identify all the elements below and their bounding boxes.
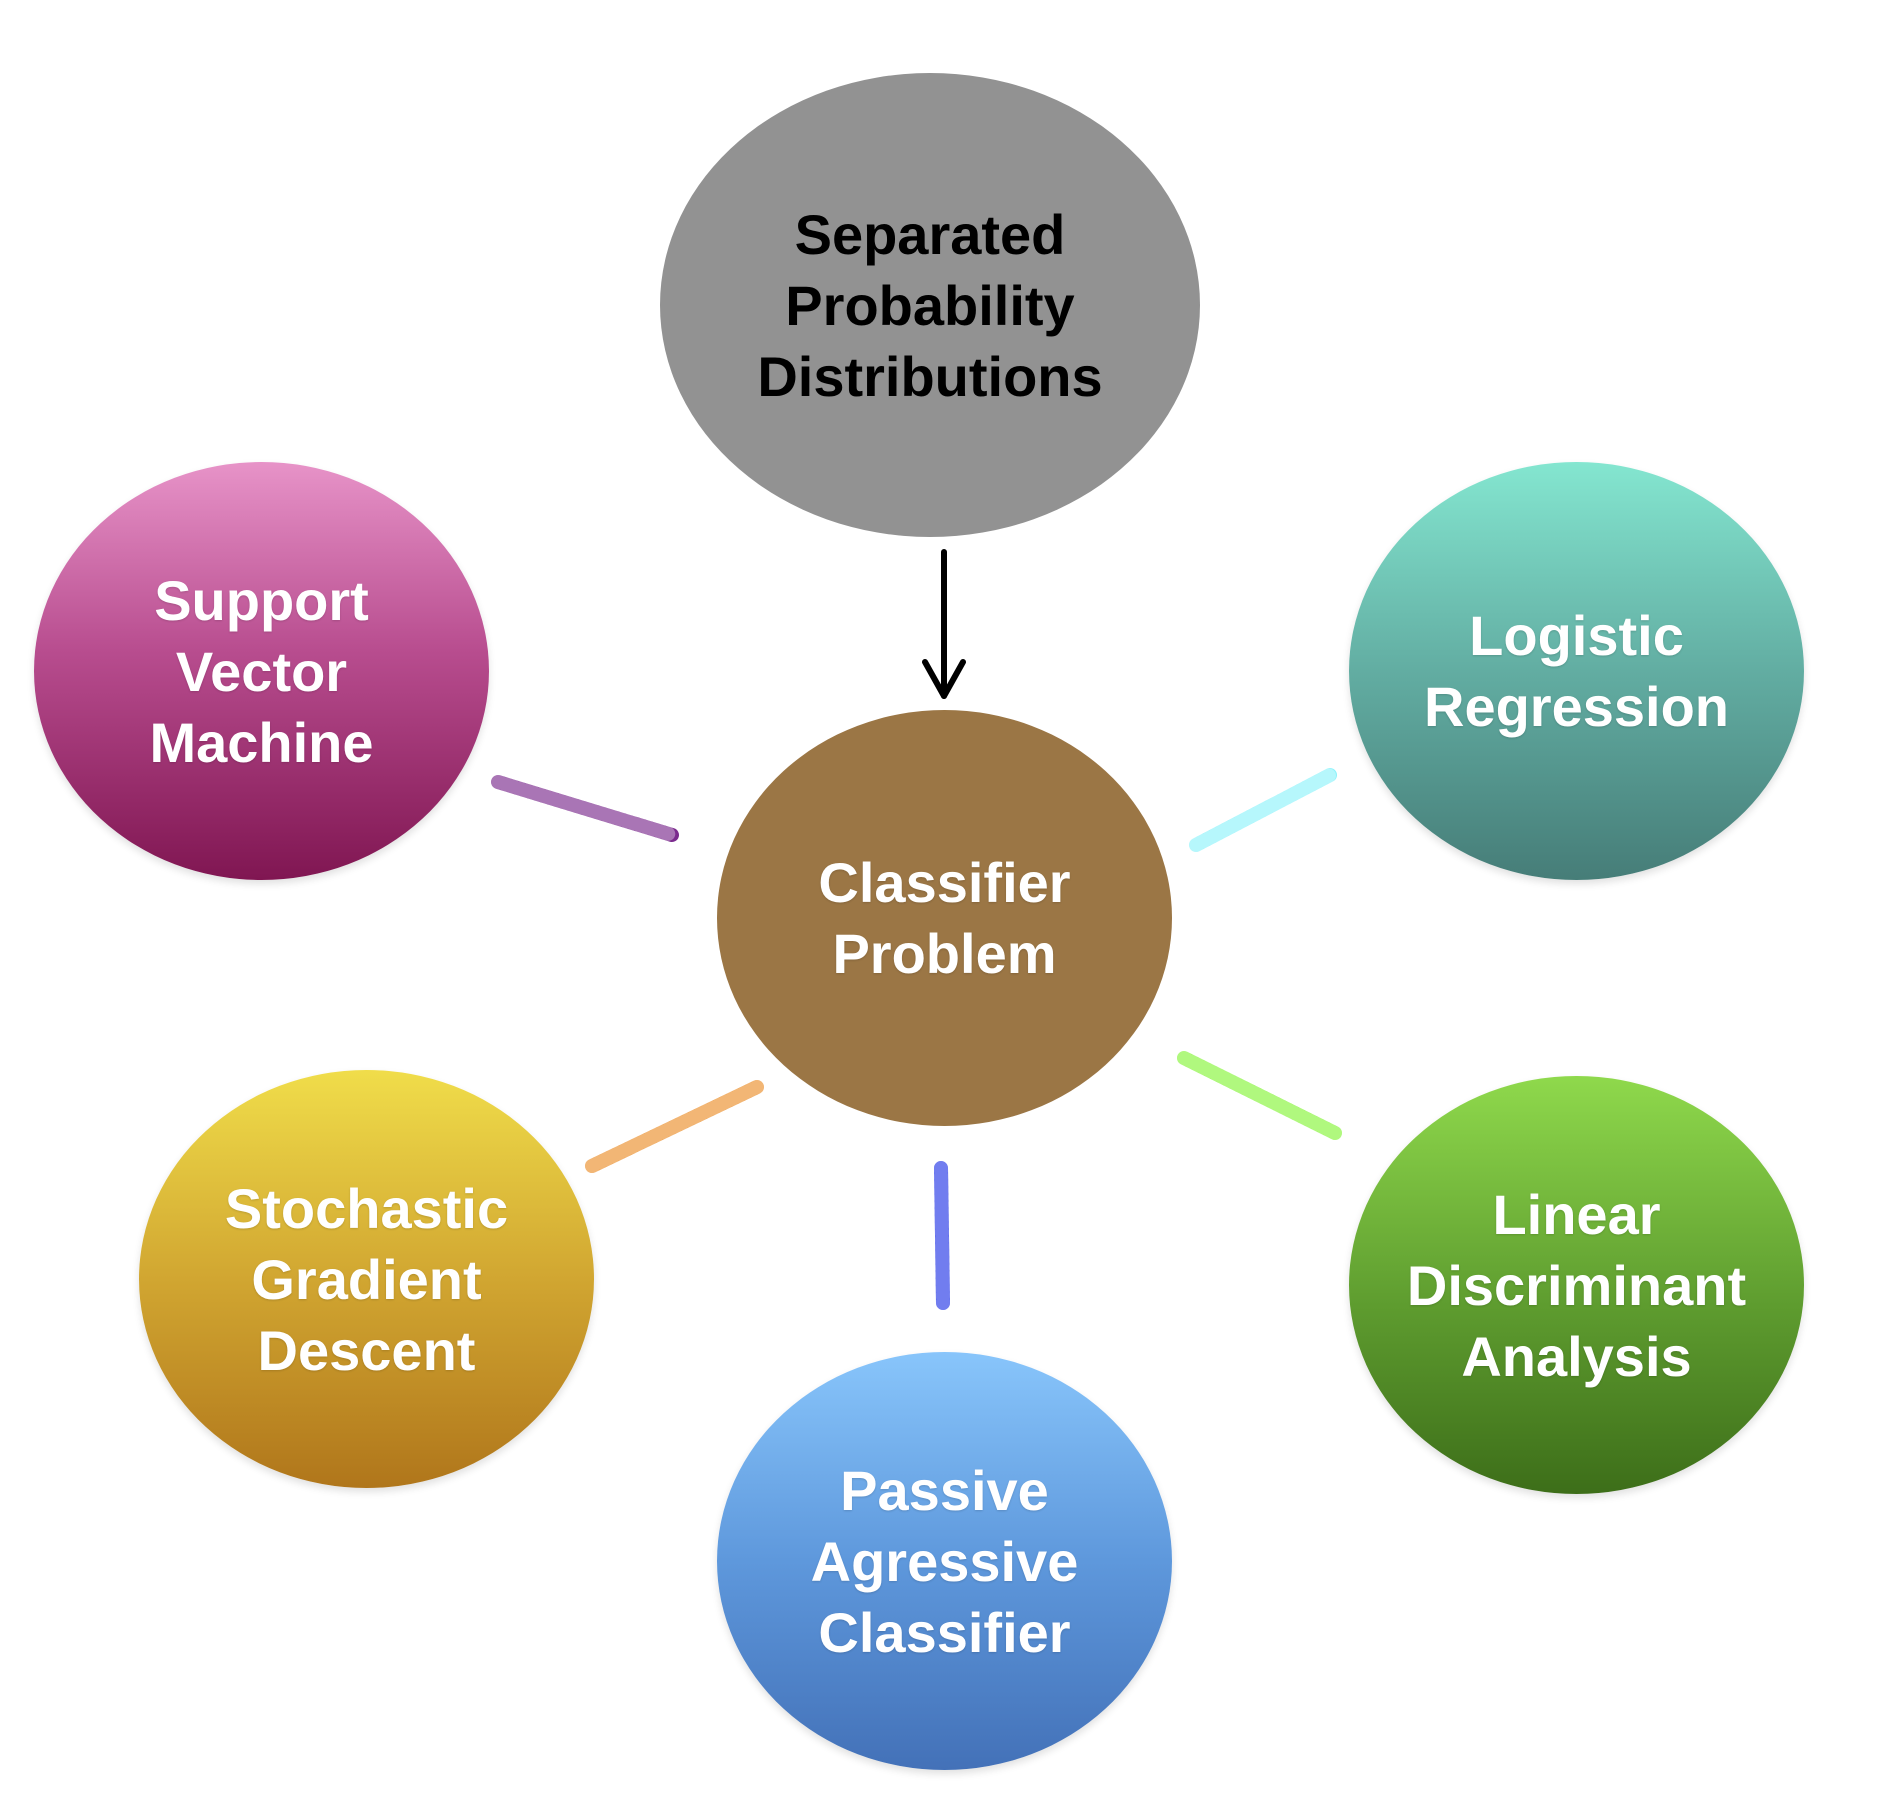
node-svm-line: Support [154,568,369,632]
down-arrow-head [922,659,966,699]
node-pac-line: Agressive [810,1529,1079,1593]
connector-svm-stroke [491,775,679,842]
connector-sgd [585,1080,764,1173]
node-support-vector-machine: Support Vector Machine [34,462,489,880]
node-stochastic-gradient-descent: Stochastic Gradient Descent [139,1070,594,1488]
connector-lda-texture [1177,1051,1342,1140]
connector-lda-stroke [1177,1051,1342,1140]
node-center-line: Classifier [818,851,1071,914]
connector-pac-texture [934,1161,950,1310]
node-pac-line: Passive [840,1458,1049,1522]
node-top-label: Separated Probability Distributions [757,199,1102,412]
node-separated-probability-distributions: Separated Probability Distributions [660,73,1200,537]
node-linear-discriminant-analysis: Linear Discriminant Analysis [1349,1076,1804,1494]
node-logistic-label: Logistic Regression [1424,600,1729,742]
node-top-line: Distributions [757,344,1103,408]
node-svm-label: Support Vector Machine [149,565,373,778]
node-svm-line: Machine [149,710,374,774]
node-sgd-line: Gradient [251,1247,482,1311]
connector-svm [491,775,679,842]
node-logistic-regression: Logistic Regression [1349,462,1804,880]
node-pac-label: Passive Agressive Classifier [811,1455,1079,1668]
node-sgd-line: Stochastic [224,1176,509,1240]
node-passive-agressive-classifier: Passive Agressive Classifier [717,1352,1172,1770]
connector-pac [934,1161,950,1310]
node-sgd-label: Stochastic Gradient Descent [225,1173,508,1386]
connector-logistic [1189,768,1337,852]
connector-pac-stroke [934,1161,950,1310]
node-svm-line: Vector [175,639,348,703]
node-lda-label: Linear Discriminant Analysis [1407,1179,1746,1392]
node-lda-line: Analysis [1461,1324,1692,1388]
connector-lda [1177,1051,1342,1140]
node-center-label: Classifier Problem [818,847,1070,989]
connector-sgd-texture [585,1080,764,1173]
node-center-line: Problem [832,922,1057,985]
connector-sgd-stroke [585,1080,764,1173]
node-top-line: Separated [794,202,1066,266]
node-logistic-line: Regression [1424,675,1729,738]
node-classifier-problem: Classifier Problem [717,710,1172,1126]
connector-svm-texture [491,775,679,842]
node-top-line: Probability [785,273,1075,337]
connector-logistic-stroke [1189,768,1337,852]
node-logistic-line: Logistic [1469,604,1684,667]
connector-logistic-texture [1189,768,1337,852]
node-sgd-line: Descent [257,1318,476,1382]
down-arrow [922,549,966,699]
node-lda-line: Discriminant [1406,1253,1747,1317]
node-pac-line: Classifier [818,1600,1071,1664]
node-lda-line: Linear [1492,1182,1661,1246]
